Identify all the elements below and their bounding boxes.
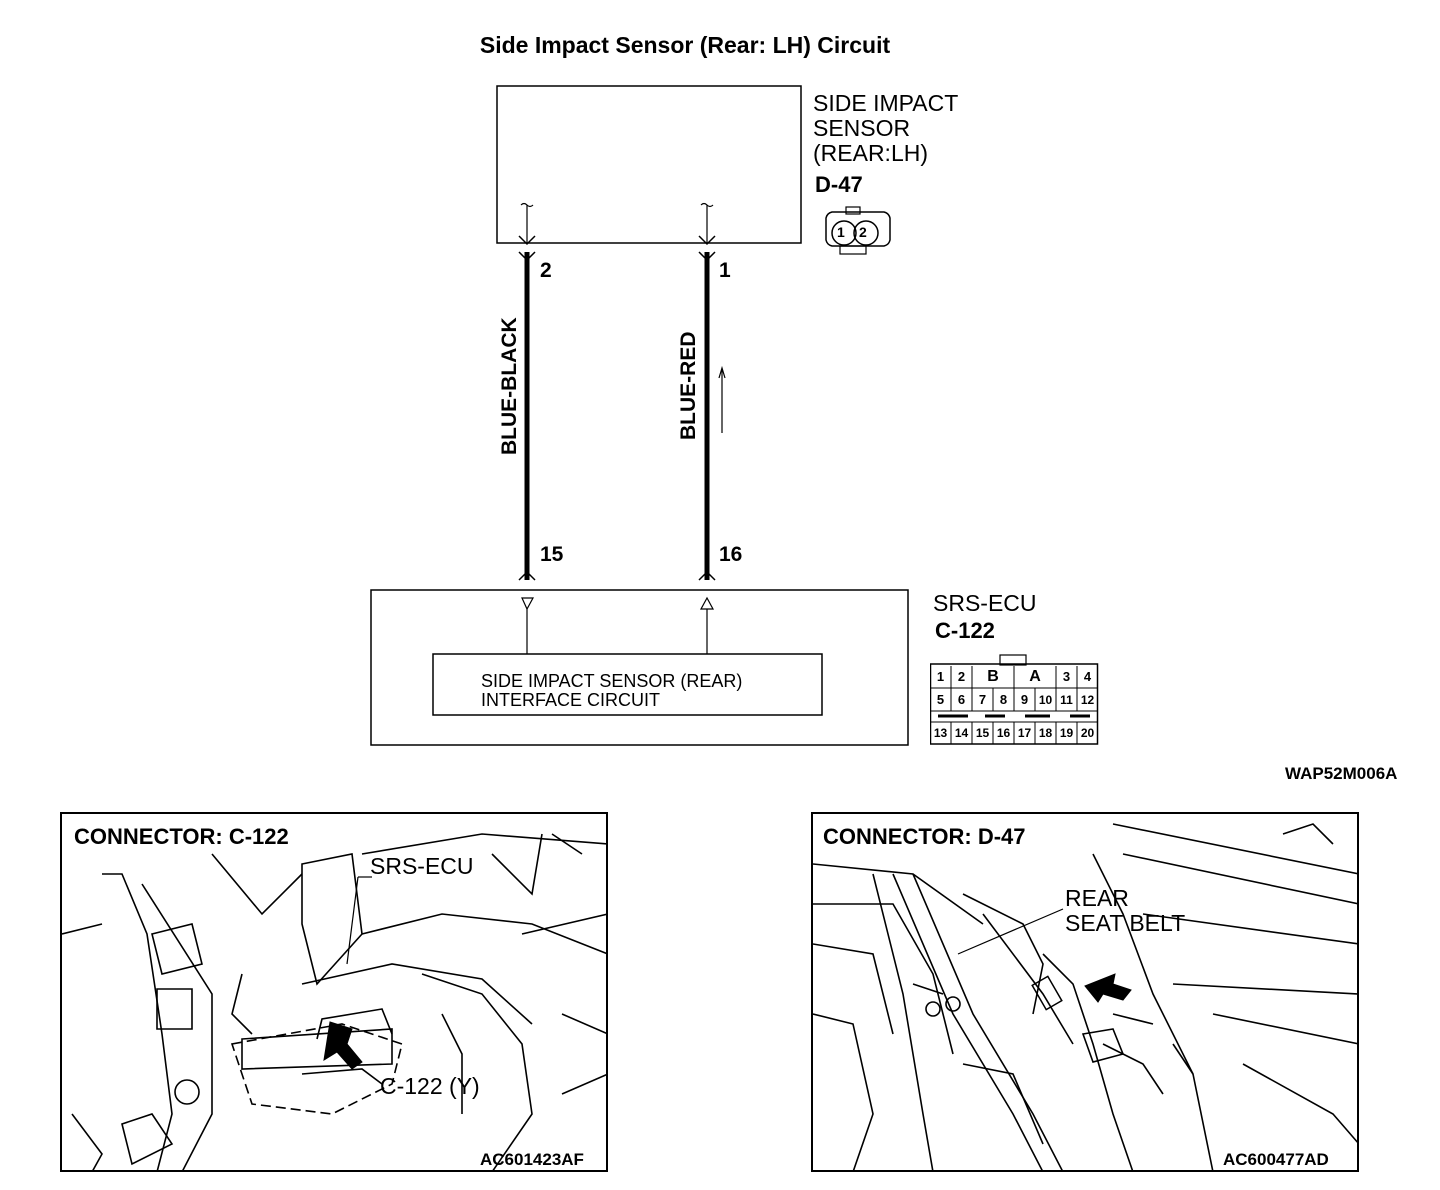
sensor-pin-label-black: 2 [540, 259, 552, 282]
sensor-name-line-1: SIDE IMPACT [813, 90, 959, 116]
c122-pin: 8 [999, 692, 1008, 707]
c122-pin: 7 [978, 692, 987, 707]
c122-pin: 5 [936, 692, 945, 707]
ecu-pin-label-black: 15 [540, 543, 564, 566]
c122-pin: 1 [936, 669, 945, 684]
d47-connector-face [825, 206, 891, 255]
wire-color-label-red: BLUE-RED [677, 331, 700, 441]
photo-d47-illustration [813, 823, 1357, 1170]
ecu-box [370, 589, 909, 746]
c122-pin: 14 [954, 726, 969, 740]
photo-d47-code: AC600477AD [1223, 1150, 1329, 1169]
c122-pin: 10 [1038, 693, 1053, 707]
c122-pin: 11 [1060, 693, 1073, 707]
d47-pin-1: 1 [837, 224, 845, 240]
sensor-name-line-3: (REAR:LH) [813, 140, 929, 166]
c122-pin: 2 [957, 669, 966, 684]
photo-d47-callout-line-1: REAR [1065, 885, 1129, 911]
sensor-pin-label-red: 1 [719, 259, 731, 282]
interface-box [432, 653, 823, 716]
interface-circuit-line-1: SIDE IMPACT SENSOR (REAR) [481, 671, 743, 691]
wire-blue-red [698, 202, 726, 654]
sensor-box [496, 85, 802, 244]
photo-d47-arrow-icon [1084, 973, 1132, 1003]
diagram-code: WAP52M006A [1285, 764, 1398, 783]
wire-color-label-black: BLUE-BLACK [498, 317, 521, 455]
c122-pin: 19 [1059, 726, 1074, 740]
c122-pin: 9 [1020, 692, 1029, 707]
photo-d47-title: CONNECTOR: D-47 [823, 824, 1026, 849]
circuit-drawing [370, 85, 909, 746]
d47-pin-2: 2 [859, 224, 867, 240]
photo-c122-arrow-icon [323, 1021, 363, 1070]
c122-pin: 20 [1080, 726, 1095, 740]
diagram-title: Side Impact Sensor (Rear: LH) Circuit [479, 32, 891, 58]
photo-c122-title: CONNECTOR: C-122 [74, 824, 289, 849]
sensor-name-line-2: SENSOR [813, 115, 911, 141]
photo-connector-d47: CONNECTOR: D-47 REAR SEAT BELT AC600477A… [811, 812, 1359, 1172]
c122-pin: 18 [1038, 726, 1053, 740]
c122-pin: 3 [1062, 669, 1071, 684]
c122-connector-face [930, 654, 1099, 745]
photo-c122-illustration [62, 833, 606, 1170]
c122-pin: 16 [996, 726, 1011, 740]
c122-pin: 17 [1017, 726, 1032, 740]
c122-pin: B [987, 668, 999, 685]
photo-c122-callout-connector: C-122 (Y) [380, 1073, 480, 1099]
photo-d47-callout-line-2: SEAT BELT [1065, 910, 1186, 936]
c122-pin: 15 [975, 726, 990, 740]
interface-circuit-line-2: INTERFACE CIRCUIT [481, 690, 661, 710]
c122-pin: 6 [957, 692, 966, 707]
sensor-connector-id: D-47 [815, 172, 863, 197]
wire-blue-black [518, 202, 536, 654]
c122-pin: 4 [1083, 669, 1092, 684]
c122-pin: A [1029, 668, 1041, 685]
c122-pin: 12 [1080, 693, 1095, 707]
ecu-connector-id: C-122 [935, 618, 995, 643]
photo-connector-c122: CONNECTOR: C-122 SRS-ECU C-122 (Y) AC601… [60, 812, 608, 1172]
ecu-pin-label-red: 16 [719, 543, 743, 566]
photo-c122-callout-ecu: SRS-ECU [370, 853, 474, 879]
photo-c122-code: AC601423AF [480, 1150, 584, 1169]
c122-pin: 13 [933, 726, 948, 740]
ecu-name: SRS-ECU [933, 590, 1037, 616]
